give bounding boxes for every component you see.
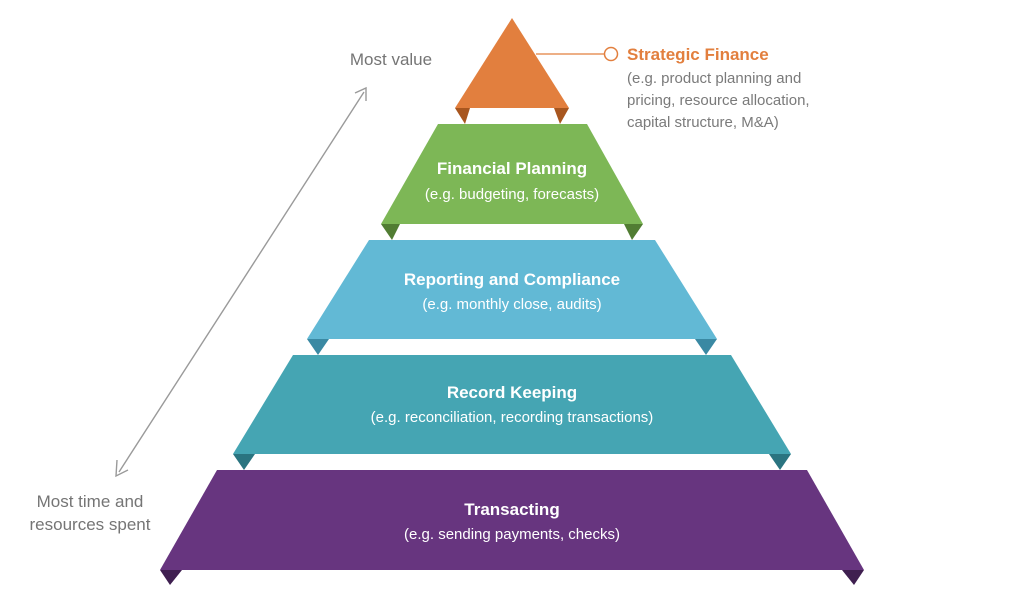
tier-fold-right <box>695 339 717 355</box>
tier-fold-right <box>554 108 569 124</box>
tier-fold-right <box>769 454 791 470</box>
tier-shape <box>307 240 717 339</box>
tier-description: (e.g. monthly close, audits) <box>422 296 601 313</box>
callout-line-2: pricing, resource allocation, <box>627 92 810 109</box>
tier-reporting-compliance: Reporting and Compliance (e.g. monthly c… <box>307 240 717 355</box>
tier-record-keeping: Record Keeping (e.g. reconciliation, rec… <box>233 355 791 470</box>
tier-description: (e.g. reconciliation, recording transact… <box>371 409 654 426</box>
tier-fold-right <box>624 224 643 240</box>
tier-financial-planning: Financial Planning (e.g. budgeting, fore… <box>381 124 643 240</box>
tier-fold-left <box>307 339 329 355</box>
tier-fold-right <box>842 570 864 585</box>
callout-marker-circle <box>603 46 619 62</box>
tier-fold-left <box>455 108 470 124</box>
tier-fold-left <box>160 570 182 585</box>
tier-strategic-finance <box>455 18 569 124</box>
axis-arrowhead-top <box>354 86 367 101</box>
tier-shape <box>381 124 643 224</box>
callout-line-3: capital structure, M&A) <box>627 114 779 131</box>
axis-arrowhead-bottom <box>115 459 129 478</box>
tier-title: Reporting and Compliance <box>404 270 620 289</box>
tier-title: Transacting <box>464 500 559 519</box>
tier-fold-left <box>381 224 400 240</box>
axis-arrow-line <box>118 91 365 473</box>
tier-title: Financial Planning <box>437 159 587 178</box>
axis-bottom-label-line-2: resources spent <box>30 515 151 534</box>
tier-shape <box>160 470 864 570</box>
tier-transacting: Transacting (e.g. sending payments, chec… <box>160 470 864 585</box>
tier-description: (e.g. budgeting, forecasts) <box>425 186 599 203</box>
callout-line-1: (e.g. product planning and <box>627 70 801 87</box>
tier-description: (e.g. sending payments, checks) <box>404 526 620 543</box>
callout-title: Strategic Finance <box>627 45 769 64</box>
tier-shape <box>455 18 569 108</box>
axis-bottom-label-line-1: Most time and <box>37 492 144 511</box>
tier-title: Record Keeping <box>447 383 577 402</box>
tier-fold-left <box>233 454 255 470</box>
axis-top-label: Most value <box>350 50 432 69</box>
strategic-finance-callout: Strategic Finance (e.g. product planning… <box>536 45 810 131</box>
value-effort-axis: Most value Most time and resources spent <box>30 50 433 534</box>
tier-shape <box>233 355 791 454</box>
